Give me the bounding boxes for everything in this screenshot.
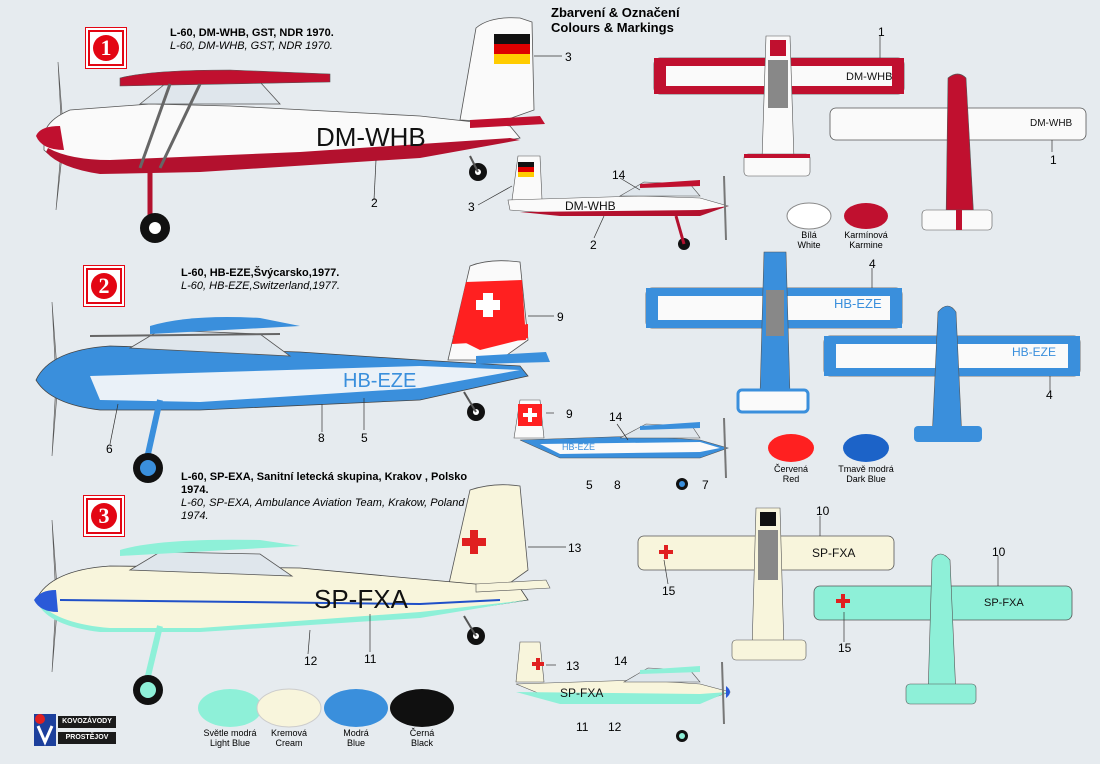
- title-cz: Zbarvení & Označení: [551, 5, 680, 20]
- callout-number: 10: [992, 545, 1006, 559]
- scheme2-side-view: [35, 260, 550, 483]
- callout-number: 4: [1046, 388, 1053, 402]
- scheme1-small-registration: DM-WHB: [565, 199, 616, 213]
- scheme3-registration: SP-FXA: [314, 584, 409, 614]
- scheme1-wing-registration-a: DM-WHB: [846, 71, 892, 83]
- swatch-label-cz: Světle modrá: [203, 728, 257, 738]
- scheme2-registration: HB-EZE: [343, 370, 416, 392]
- logo-text-line2: PROSTĚJOV: [58, 732, 116, 744]
- swatch-white: [786, 202, 832, 230]
- swatch-label-cz: Černá: [409, 728, 435, 738]
- callout-number: 11: [576, 720, 589, 734]
- swatch-cream: [256, 688, 322, 728]
- title-en: Colours & Markings: [551, 20, 674, 35]
- scheme3-small-registration: SP-FXA: [560, 686, 603, 700]
- swatch-label-en: Cream: [275, 738, 303, 748]
- scheme2-caption-cz: L-60, HB-EZE,Švýcarsko,1977.: [181, 267, 340, 279]
- callout-number: 11: [364, 652, 377, 666]
- swatch-label-en: Red: [782, 474, 800, 484]
- logo-text-line1: KOVOZÁVODY: [58, 716, 116, 728]
- scheme3-small-side-view: [515, 641, 732, 742]
- swatch-label-en: Karmine: [849, 240, 883, 250]
- scheme3-top-view-a: [637, 507, 895, 661]
- swatch-red: [768, 434, 814, 462]
- swatch-dark-blue: [843, 434, 889, 462]
- callout-number: 2: [371, 196, 378, 210]
- scheme3-side-view: [34, 484, 551, 705]
- callout-number: 6: [106, 442, 113, 456]
- swatch-karmine: [844, 203, 888, 229]
- swatch-label-cz: Tmavě modrá: [838, 464, 894, 474]
- scheme3-wing-registration-a: SP-FXA: [812, 546, 855, 560]
- callout-number: 13: [568, 541, 582, 555]
- scheme1-caption-cz: L-60, DM-WHB, GST, NDR 1970.: [170, 27, 334, 39]
- swatch-label-en: White: [797, 240, 821, 250]
- scheme2-top-view-a: [645, 251, 903, 414]
- callout-number: 4: [869, 257, 876, 271]
- callout-number: 14: [614, 654, 628, 668]
- scheme1-side-view: [36, 17, 545, 243]
- scheme3-top-view-b: [813, 553, 1073, 705]
- scheme2-wing-registration-b: HB-EZE: [1012, 345, 1056, 359]
- callout-number: 5: [361, 431, 368, 445]
- scheme1-wing-registration-b: DM-WHB: [1030, 118, 1073, 129]
- callout-number: 14: [612, 168, 626, 182]
- scheme3-wing-registration-b: SP-FXA: [984, 597, 1024, 609]
- scheme2-small-registration: HB-EZE: [562, 442, 595, 452]
- scheme2-wing-registration-a: HB-EZE: [834, 296, 882, 311]
- scheme2-small-side-view: [513, 399, 729, 490]
- scheme1-caption-en: L-60, DM-WHB, GST, NDR 1970.: [170, 40, 333, 52]
- callout-number: 12: [608, 720, 622, 734]
- scheme1-top-view-a: [653, 35, 905, 177]
- callout-number: 3: [565, 50, 572, 64]
- swatch-label-cz: Karmínová: [844, 230, 888, 240]
- swatch-label-en: Black: [410, 738, 433, 748]
- scheme3-caption-en: L-60, SP-EXA, Ambulance Aviation Team, K…: [181, 497, 465, 522]
- swatch-black: [390, 689, 454, 727]
- callout-number: 9: [566, 407, 573, 421]
- scheme-badge-2: 2: [86, 268, 122, 304]
- swatch-label-cz: Bílá: [801, 230, 817, 240]
- callout-number: 15: [662, 584, 676, 598]
- callout-number: 8: [614, 478, 621, 492]
- swatch-light-blue: [198, 689, 262, 727]
- callout-number: 1: [878, 25, 885, 39]
- scheme1-top-view-b: [829, 73, 1087, 231]
- callout-number: 15: [838, 641, 852, 655]
- scheme2-top-view-b: [823, 305, 1081, 442]
- scheme-badge-1: 1: [88, 30, 124, 66]
- callout-number: 1: [1050, 153, 1057, 167]
- scheme2-caption-en: L-60, HB-EZE,Switzerland,1977.: [181, 280, 340, 292]
- swatch-label-cz: Kremová: [270, 728, 307, 738]
- callout-number: 8: [318, 431, 325, 445]
- logo-emblem-icon: [34, 714, 56, 746]
- kovozavody-logo: KOVOZÁVODY PROSTĚJOV: [32, 712, 116, 748]
- scheme-badge-3: 3: [86, 498, 122, 534]
- scheme1-small-side-view: [507, 155, 730, 250]
- callout-number: 9: [557, 310, 564, 324]
- callout-number: 14: [609, 410, 623, 424]
- swatch-blue: [324, 689, 388, 727]
- callout-number: 7: [702, 478, 709, 492]
- callout-number: 2: [590, 238, 597, 252]
- swatch-label-en: Dark Blue: [846, 474, 886, 484]
- callout-number: 12: [304, 654, 318, 668]
- swatch-label-en: Blue: [346, 738, 365, 748]
- swatch-label-cz: Modrá: [343, 728, 369, 738]
- callout-number: 3: [468, 200, 475, 214]
- callout-number: 10: [816, 504, 830, 518]
- scheme3-caption-cz: L-60, SP-EXA, Sanitní letecká skupina, K…: [181, 471, 468, 496]
- callout-number: 5: [586, 478, 593, 492]
- swatch-label-en: Light Blue: [209, 738, 251, 748]
- callout-number: 13: [566, 659, 580, 673]
- swatch-label-cz: Červená: [773, 464, 809, 474]
- scheme1-registration: DM-WHB: [316, 122, 426, 152]
